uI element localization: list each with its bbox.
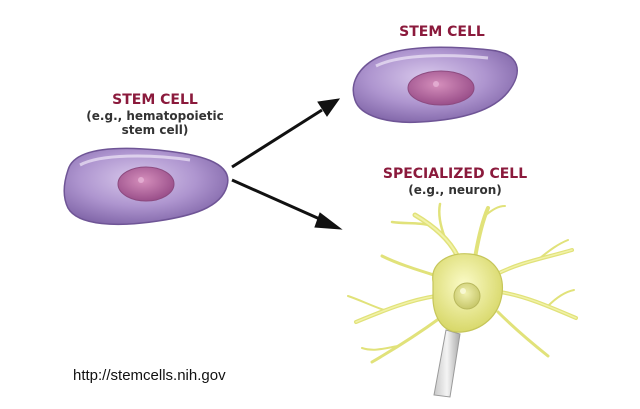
differentiation-arrows <box>231 98 343 230</box>
left-cell-nucleus <box>117 166 175 202</box>
top-right-cell-label: STEM CELL <box>372 24 512 41</box>
neuron-nucleus <box>453 282 481 310</box>
source-url: http://stemcells.nih.gov <box>73 367 226 384</box>
left-cell-subtitle-line2: stem cell) <box>121 123 189 138</box>
left-cell-title: STEM CELL <box>112 92 198 108</box>
specialized-cell-label: SPECIALIZED CELL (e.g., neuron) <box>362 166 548 197</box>
specialized-cell-subtitle: (e.g., neuron) <box>408 182 502 197</box>
left-cell-subtitle-line1: (e.g., hematopoietic <box>86 108 224 123</box>
top-right-stem-cell-graphic <box>352 46 518 124</box>
left-cell-label: STEM CELL (e.g., hematopoietic stem cell… <box>70 92 240 138</box>
top-right-cell-title: STEM CELL <box>399 24 485 40</box>
top-cell-nucleus <box>407 70 475 106</box>
neuron-graphic <box>347 202 578 398</box>
specialized-cell-title: SPECIALIZED CELL <box>382 166 528 182</box>
left-stem-cell-graphic <box>63 147 229 226</box>
